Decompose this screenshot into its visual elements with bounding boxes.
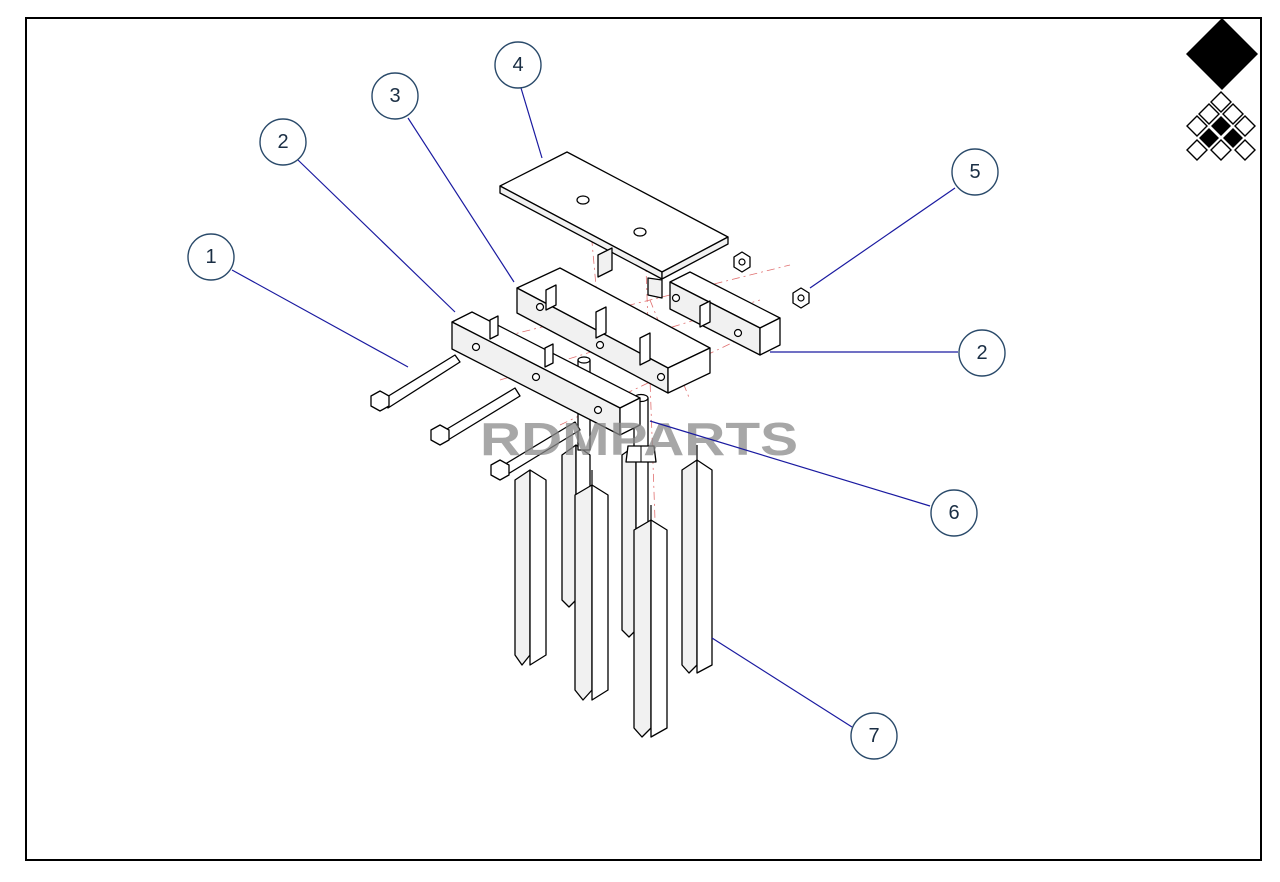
callout-5: 5 bbox=[951, 148, 999, 196]
svg-text:7: 7 bbox=[868, 725, 879, 747]
svg-text:2: 2 bbox=[976, 342, 987, 364]
callout-7: 7 bbox=[850, 712, 898, 760]
callout-3: 3 bbox=[371, 72, 419, 120]
hex-bolts bbox=[370, 354, 581, 481]
callout-2-left: 2 bbox=[259, 118, 307, 166]
top-plate bbox=[499, 151, 729, 299]
drawing-frame bbox=[25, 17, 1262, 861]
callout-4: 4 bbox=[494, 41, 542, 89]
callout-2-right: 2 bbox=[958, 329, 1006, 377]
hex-nuts bbox=[733, 251, 810, 309]
svg-text:5: 5 bbox=[969, 161, 980, 183]
vertical-blades bbox=[514, 444, 713, 738]
svg-text:1: 1 bbox=[205, 246, 216, 268]
rear-bar bbox=[669, 271, 781, 356]
leader-lines bbox=[231, 87, 958, 728]
callout-6: 6 bbox=[930, 489, 978, 537]
front-bar bbox=[451, 311, 641, 436]
diamond-grid-logo-icon bbox=[1186, 18, 1258, 161]
svg-text:RDMPARTS: RDMPARTS bbox=[480, 413, 798, 465]
notched-block bbox=[516, 267, 711, 394]
svg-text:2: 2 bbox=[277, 131, 288, 153]
svg-text:4: 4 bbox=[512, 54, 523, 76]
svg-text:3: 3 bbox=[389, 85, 400, 107]
watermark: RDMPARTS bbox=[480, 413, 798, 465]
svg-text:6: 6 bbox=[948, 502, 959, 524]
callout-1: 1 bbox=[187, 233, 235, 281]
